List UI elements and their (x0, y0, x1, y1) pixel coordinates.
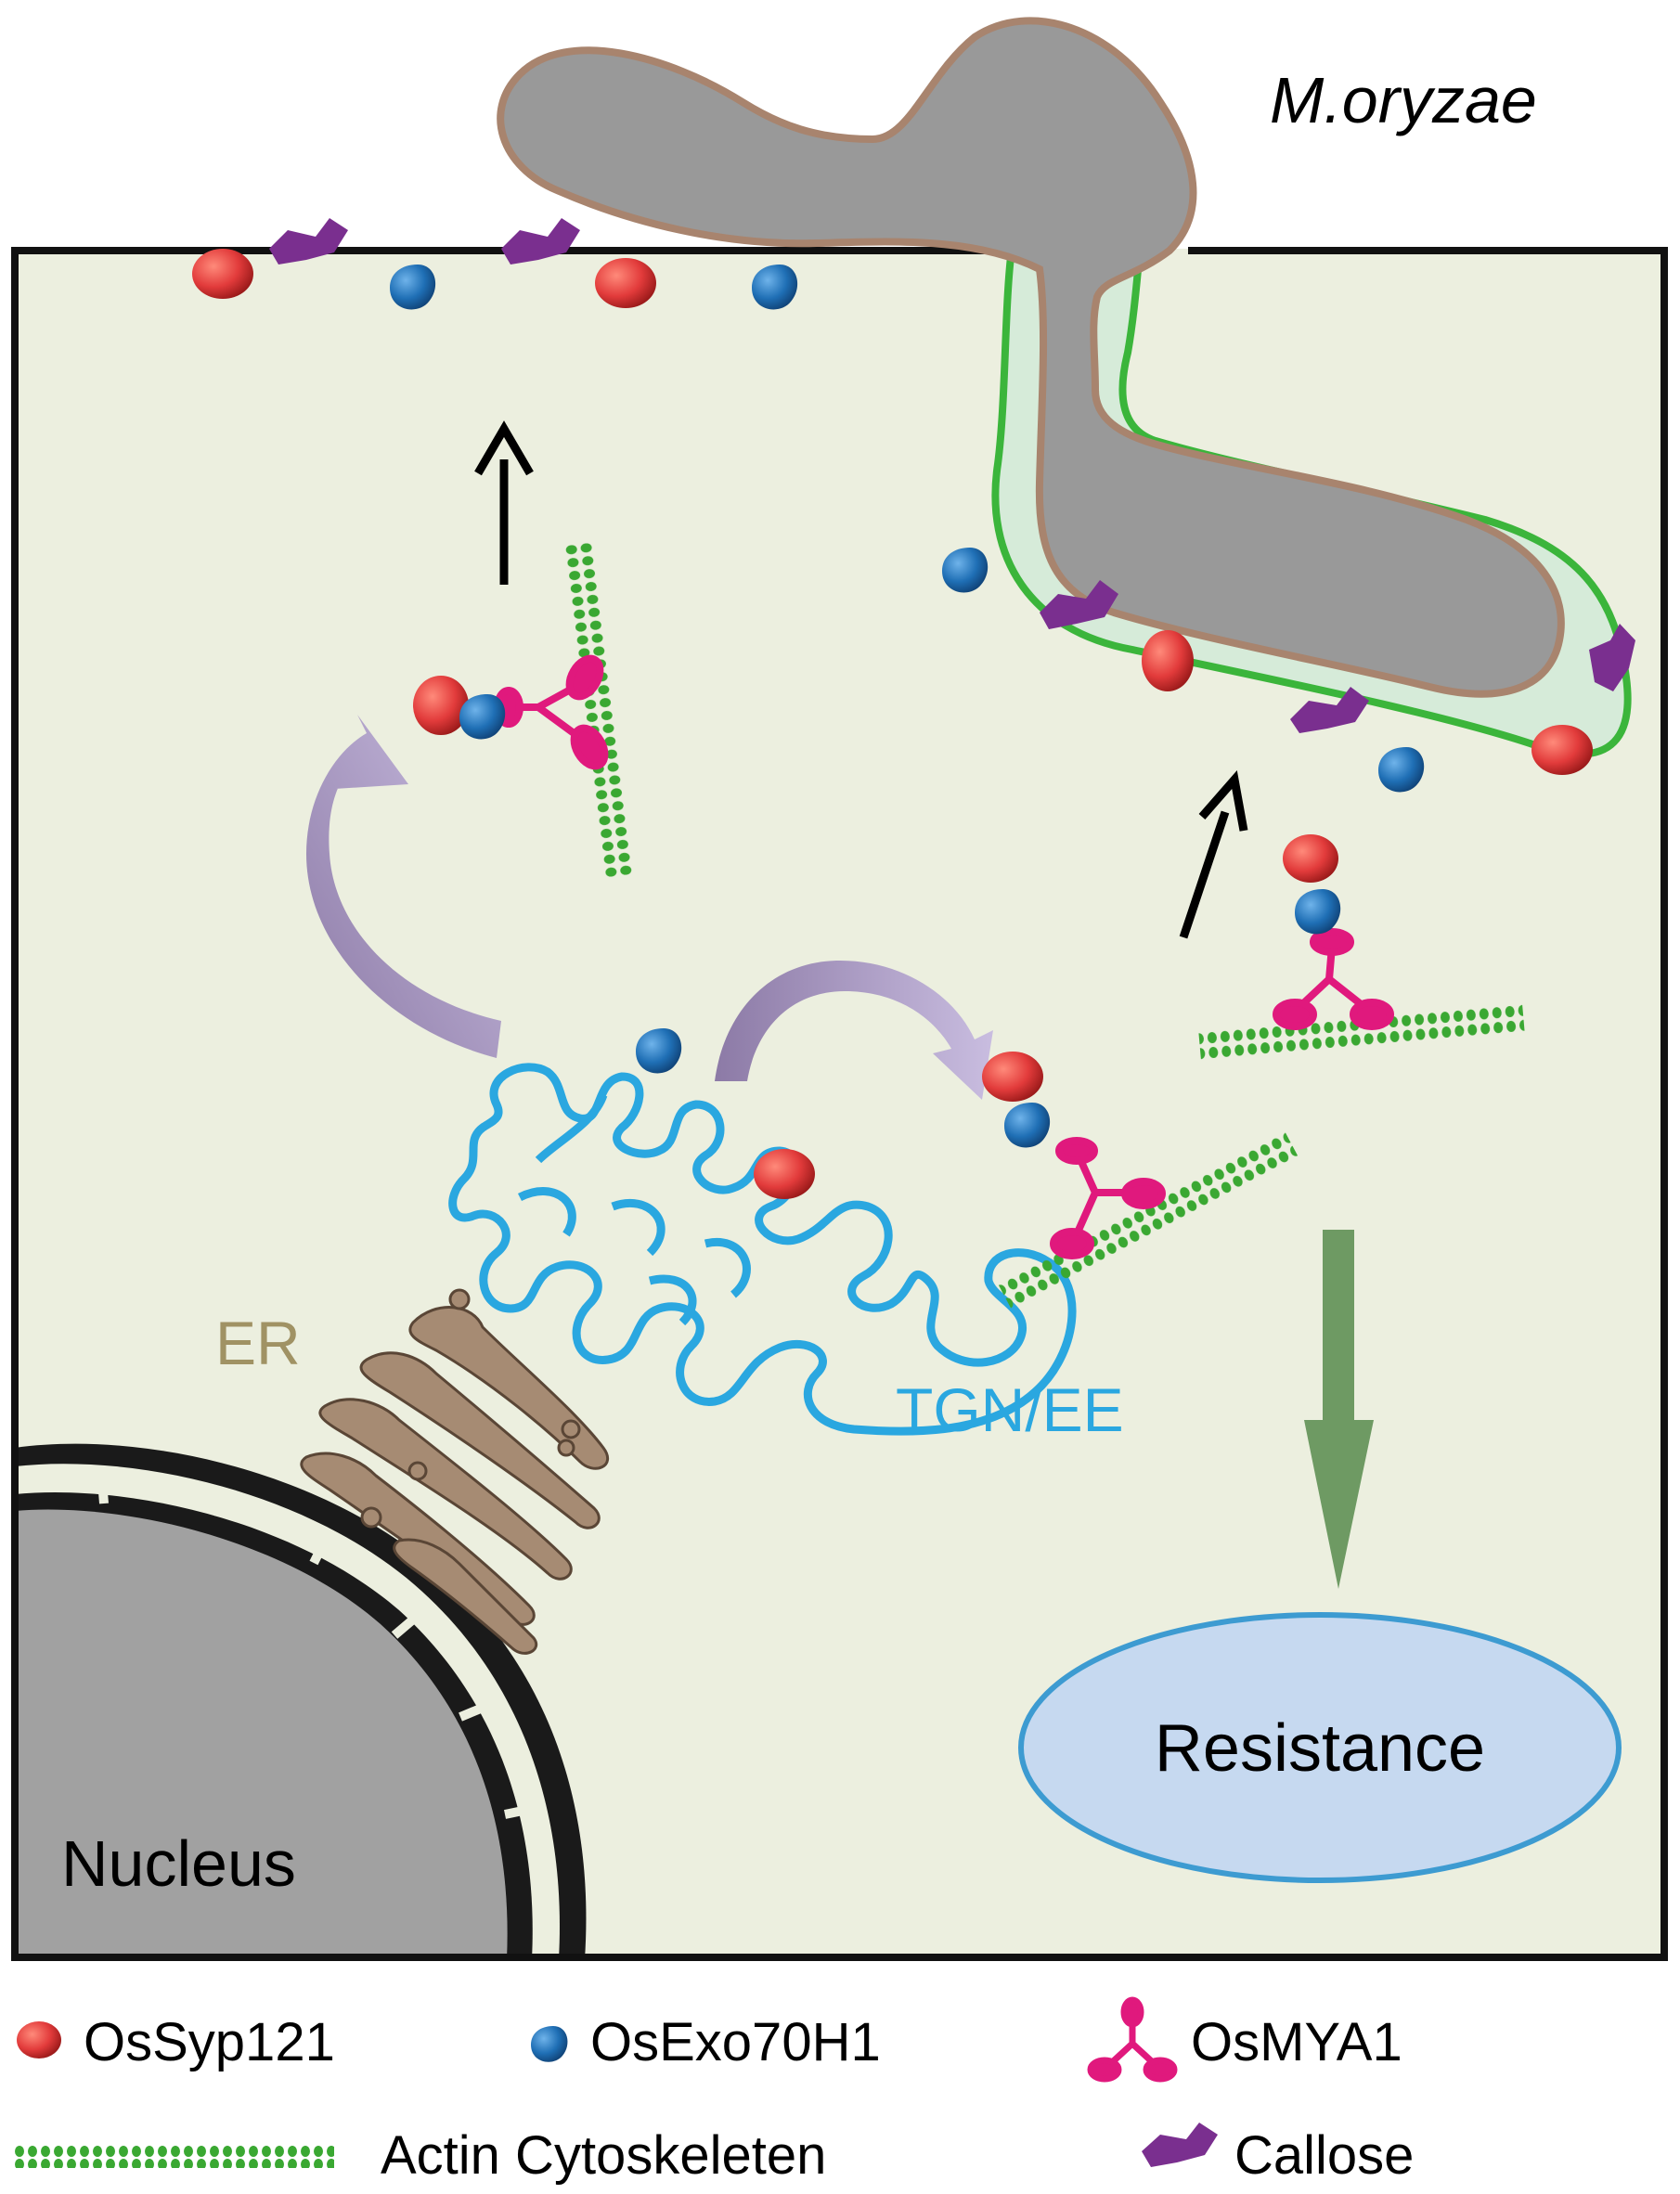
mya1-complex-2 (1273, 928, 1394, 1030)
mya1-complex-1 (494, 654, 609, 770)
legend-label-callose: Callose (1234, 2125, 1414, 2186)
cell-wall (11, 247, 1668, 1961)
legend-label-osexo70h1: OsExo70H1 (590, 2012, 881, 2072)
fungus-m-oryzae (497, 17, 1632, 758)
trafficking-arrow-left (306, 715, 501, 1058)
label-er: ER (215, 1309, 301, 1377)
legend-item-osmya1: OsMYA1 (1087, 1996, 1402, 2083)
output-arrow-down (1304, 1230, 1374, 1589)
trafficking-arrow-right (715, 961, 993, 1100)
legend-item-osexo70h1: OsExo70H1 (531, 2012, 881, 2072)
label-m-oryzae: M.oryzae (1270, 64, 1537, 136)
legend-item-callose: Callose (1142, 2123, 1414, 2186)
callose-deposits (269, 218, 1635, 733)
er-golgi-stack (300, 1288, 610, 1655)
legend-label-osmya1: OsMYA1 (1191, 2012, 1402, 2072)
legend-label-actin: Actin Cytoskeleten (381, 2125, 826, 2186)
nucleus (15, 1443, 587, 1959)
legend-label-ossyp121: OsSyp121 (84, 2012, 335, 2072)
legend-item-actin: Actin Cytoskeleten (11, 2125, 826, 2186)
mya1-complex-3 (1050, 1137, 1166, 1259)
resistance-ellipse (1018, 1612, 1622, 1883)
black-arrow-diagonal (1179, 770, 1248, 939)
actin-filament-3 (998, 1131, 1299, 1310)
legend-item-ossyp121: OsSyp121 (17, 2012, 335, 2072)
tgn-ee-network (448, 1063, 1077, 1436)
tgn-inner-loops (517, 1093, 751, 1326)
label-resistance: Resistance (1155, 1711, 1485, 1786)
nuclear-pores (97, 1479, 529, 1819)
label-tgn-ee: TGN/EE (896, 1375, 1124, 1444)
actin-filament-1 (564, 542, 633, 878)
osexo70h1-proteins (390, 265, 1425, 1148)
label-nucleus: Nucleus (61, 1827, 296, 1900)
legend: OsSyp121 OsExo70H1 OsMYA1 Actin Cytoskel… (11, 1996, 1414, 2186)
ossyp121-proteins (192, 249, 1593, 1199)
actin-filament-2 (1198, 1003, 1525, 1061)
black-arrow-up (474, 420, 534, 585)
